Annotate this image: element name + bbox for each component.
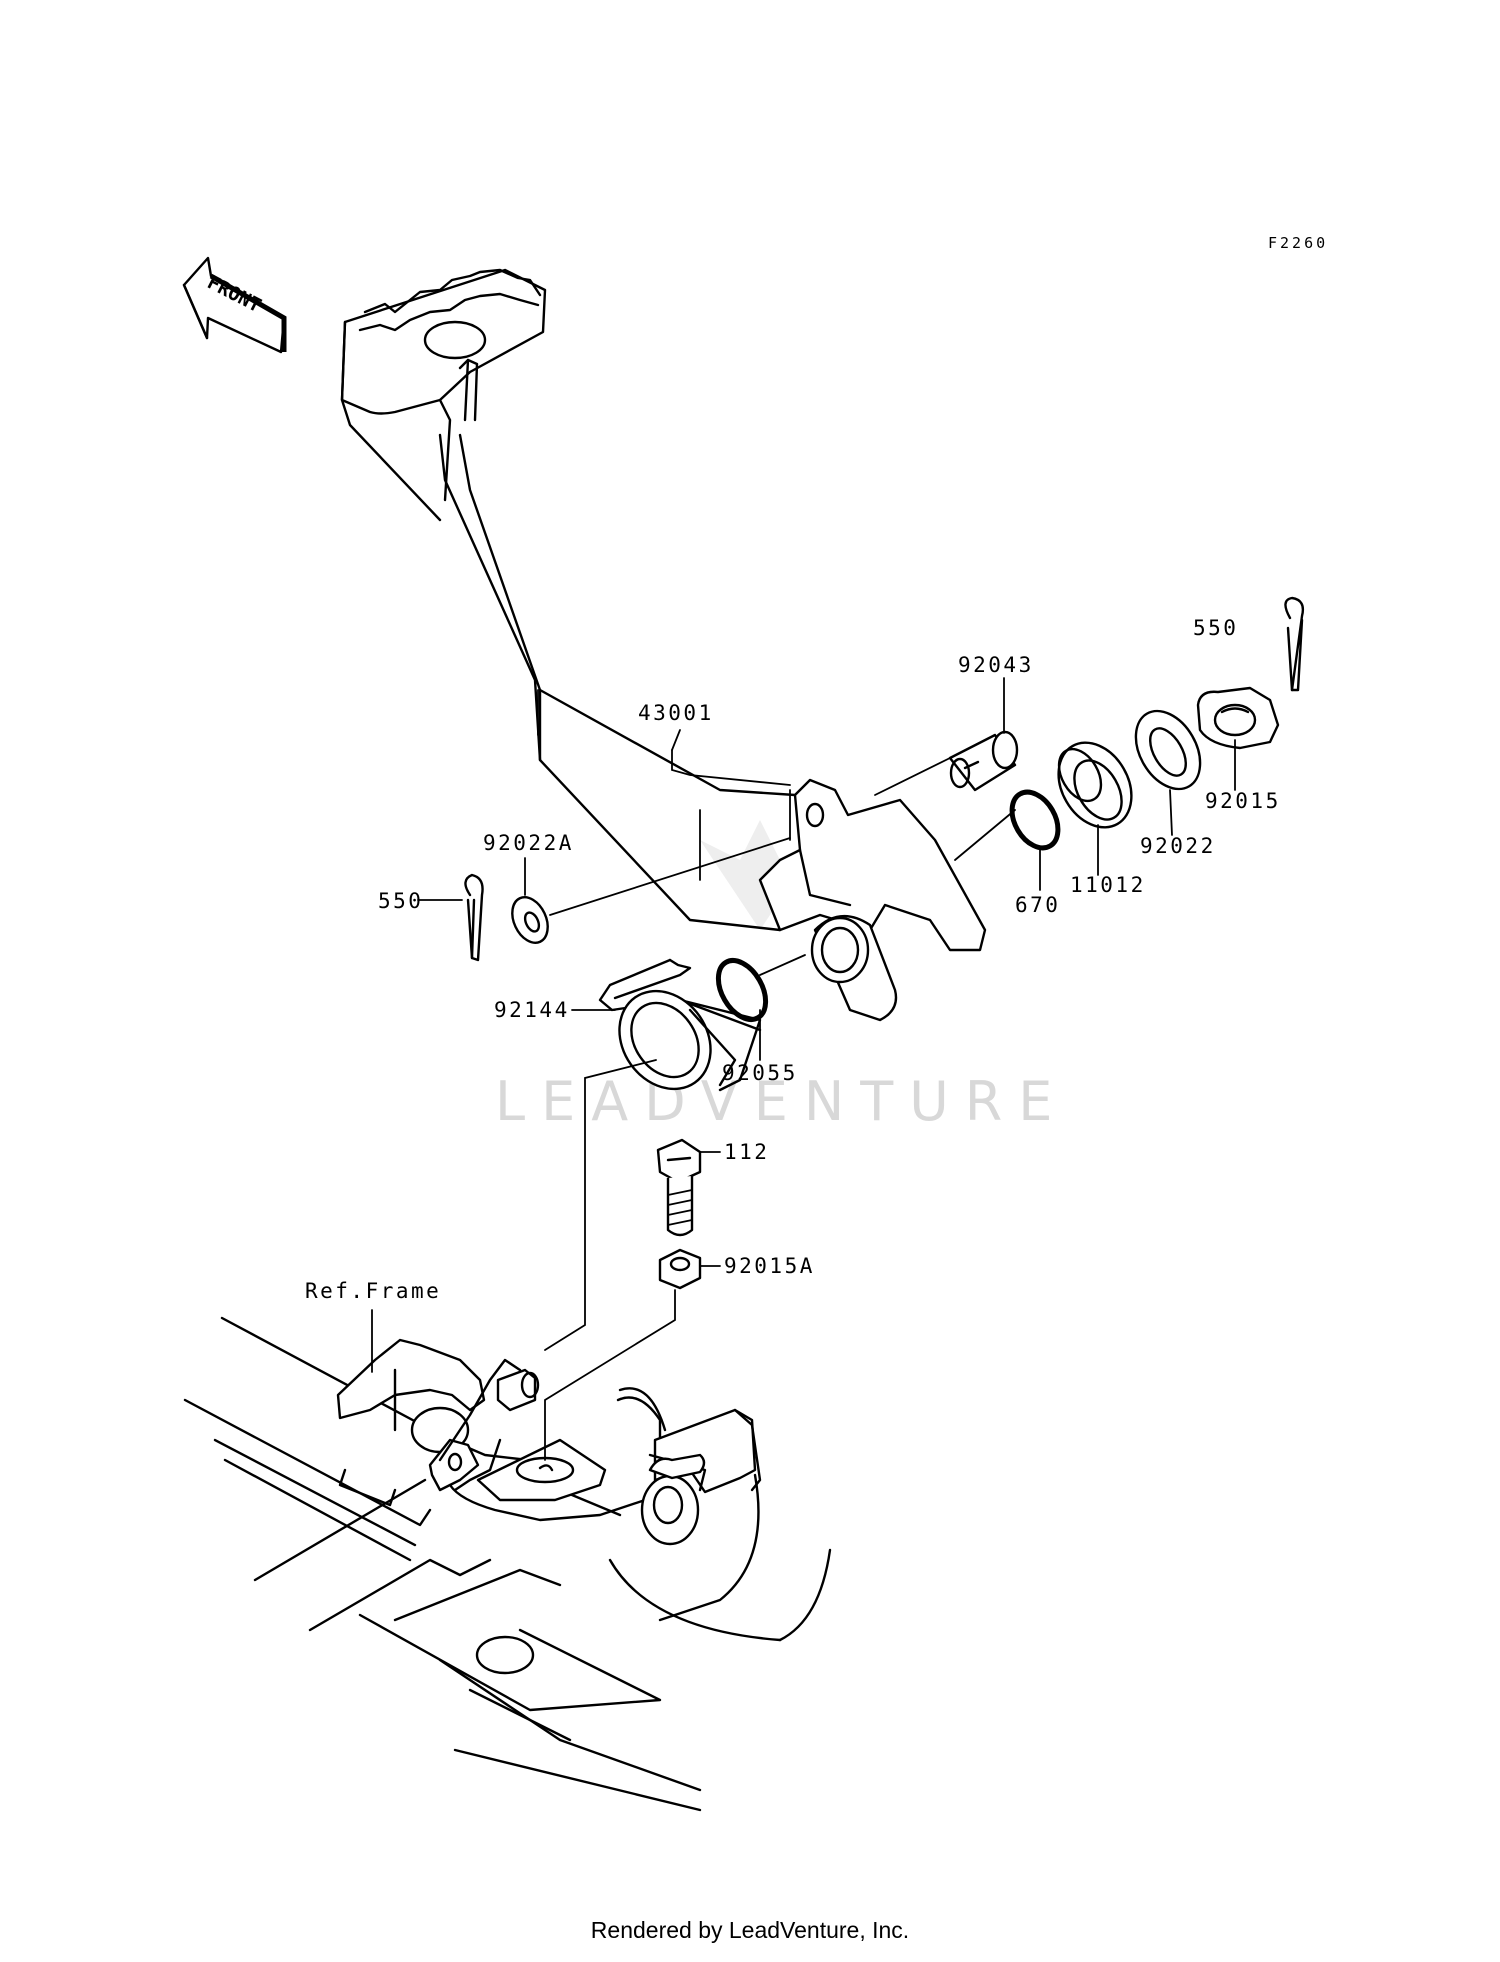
label-92022a: 92022A [483, 831, 574, 855]
label-92015: 92015 [1205, 789, 1281, 813]
footer-credit: Rendered by LeadVenture, Inc. [590, 1917, 910, 1943]
cotter-pin-550-top [1284, 596, 1305, 692]
label-112: 112 [724, 1140, 769, 1164]
reference-frame [183, 1316, 832, 1812]
label-92055: 92055 [722, 1061, 798, 1085]
seal-11012 [1057, 741, 1133, 829]
label-43001: 43001 [638, 701, 714, 725]
pin-92043 [948, 730, 1019, 792]
label-550-left: 550 [378, 889, 423, 913]
brake-pedal-43001 [340, 268, 987, 1022]
nut-92015a [658, 1248, 702, 1290]
bolt-112 [656, 1138, 702, 1237]
nut-cap-92015 [1196, 686, 1280, 750]
cotter-pin-550-left [464, 873, 484, 962]
watermark-logo [700, 820, 820, 930]
watermark-text: LEADVENTURE [495, 1070, 1068, 1133]
label-670: 670 [1015, 893, 1060, 917]
label-92015a: 92015A [724, 1254, 815, 1278]
spring-92144 [598, 958, 762, 1092]
oring-670 [1009, 789, 1061, 851]
label-92043: 92043 [958, 653, 1034, 677]
leader-lines [371, 677, 1236, 1461]
oring-92055 [715, 958, 769, 1022]
label-ref-frame: Ref.Frame [305, 1279, 441, 1303]
washer-92022a [511, 896, 549, 944]
front-arrow-icon: FRONT [182, 256, 287, 354]
label-550-top: 550 [1193, 616, 1238, 640]
diagram-code: F2260 [1268, 234, 1328, 252]
label-92144: 92144 [494, 998, 570, 1022]
label-11012: 11012 [1070, 873, 1146, 897]
label-92022: 92022 [1140, 834, 1216, 858]
washer-92022 [1134, 709, 1202, 791]
